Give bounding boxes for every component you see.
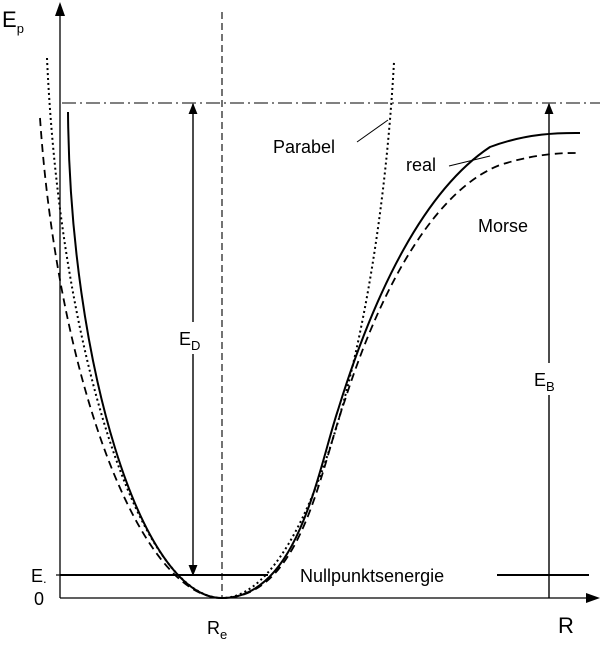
re-label: Re [207, 618, 227, 642]
ed-label-sub: D [191, 338, 200, 353]
morse-label: Morse [478, 216, 528, 236]
e0-label-sub: . [43, 571, 47, 586]
origin-label: 0 [34, 589, 44, 609]
re-label-main: R [207, 618, 220, 638]
ed-label-bg [176, 322, 210, 354]
y-axis-label-main: E [2, 7, 17, 32]
re-label-sub: e [220, 627, 227, 642]
eb-label: EB [534, 370, 555, 394]
morse-curve [39, 117, 581, 599]
x-axis-arrowhead [586, 593, 600, 603]
real-curve [67, 111, 581, 600]
parabel-leader-line [356, 119, 389, 143]
ed-label-main: E [179, 329, 191, 349]
e0-label-main: E [31, 566, 43, 586]
y-axis-label-sub: p [17, 21, 24, 36]
ed-label: ED [179, 329, 200, 353]
parabel-label: Parabel [273, 137, 335, 157]
y-axis-arrowhead [55, 2, 65, 16]
parabola-curve [46, 57, 395, 600]
zero-point-energy-label: Nullpunktsenergie [300, 566, 444, 586]
eb-label-sub: B [546, 379, 555, 394]
eb-label-main: E [534, 370, 546, 390]
real-leader-line [448, 155, 491, 167]
eb-label-bg [531, 363, 567, 395]
y-axis-label: Ep [2, 7, 24, 36]
real-label: real [406, 155, 436, 175]
x-axis-label: R [558, 613, 574, 638]
e0-label: E. [31, 566, 47, 586]
